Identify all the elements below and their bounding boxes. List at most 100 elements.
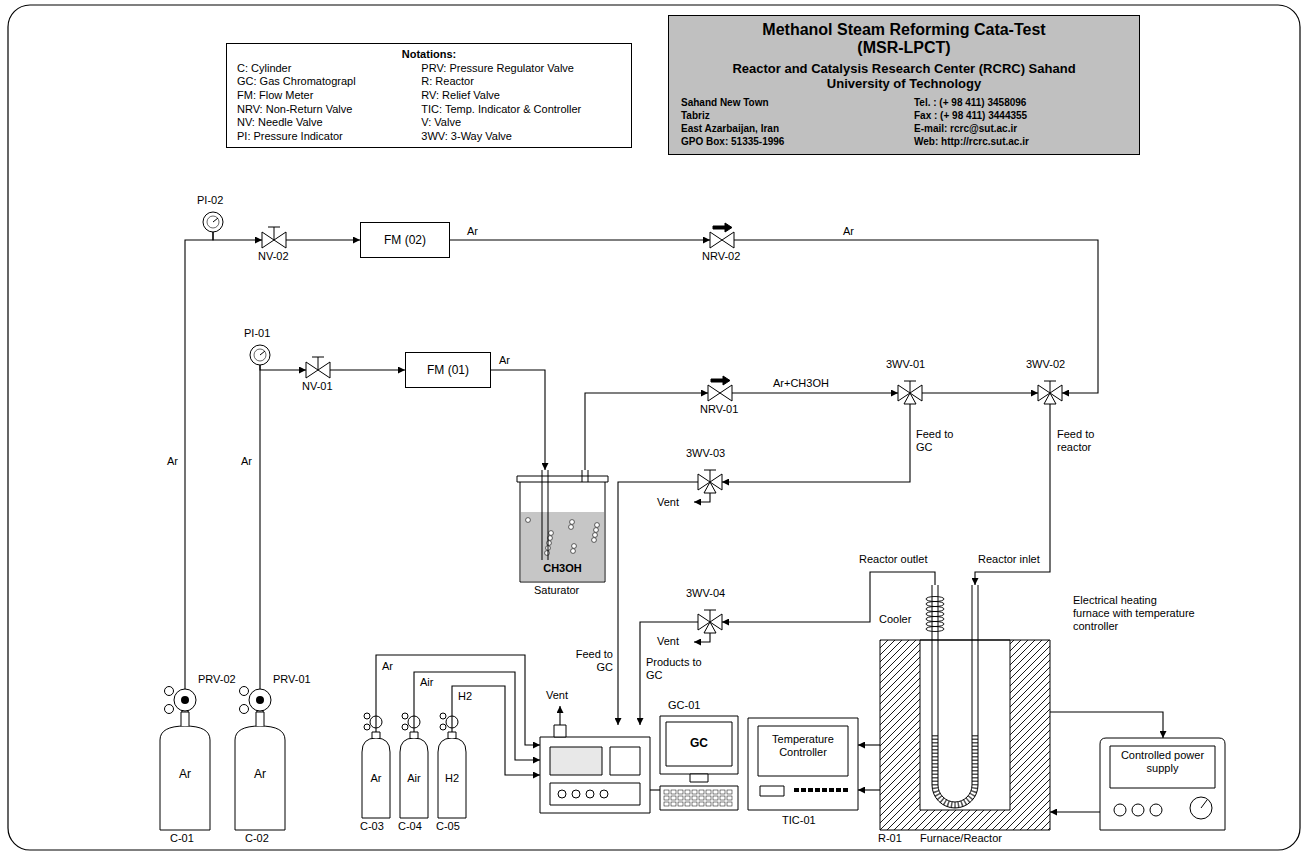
node-text: R: Reactor bbox=[421, 75, 621, 88]
node-text: C: Cylinder bbox=[237, 62, 395, 75]
pipe-line bbox=[858, 789, 880, 790]
gas-chromatograph-shape bbox=[540, 725, 650, 813]
gas-chromatograph: Vent bbox=[540, 725, 650, 813]
cylinder-neck bbox=[410, 732, 418, 738]
saturator: CH3OHSaturator bbox=[520, 470, 605, 582]
valve-body bbox=[710, 232, 734, 248]
valve-port bbox=[704, 482, 716, 493]
valve-body bbox=[708, 385, 732, 401]
key bbox=[685, 790, 690, 794]
gauge-ring bbox=[254, 349, 266, 361]
node-text: Temperature Controller bbox=[760, 733, 846, 759]
line-label: Ar bbox=[166, 455, 179, 468]
controller-case bbox=[748, 718, 858, 810]
title-block: Methanol Steam Reforming Cata-Test (MSR-… bbox=[668, 15, 1140, 155]
valve-stem bbox=[904, 381, 916, 393]
flow-meter: FM (01) bbox=[405, 352, 491, 388]
line-label: Ar bbox=[842, 225, 855, 238]
regulator-gauge bbox=[165, 687, 174, 696]
node-text: Web: http://rcrc.sut.ac.ir bbox=[914, 135, 1127, 148]
line-label: Feed to reactor bbox=[1056, 428, 1104, 454]
node-label: PI-01 bbox=[244, 327, 270, 340]
pipe-line bbox=[618, 482, 698, 725]
cooler-coil bbox=[926, 617, 944, 622]
node-text: PRV: Pressure Regulator Valve bbox=[421, 62, 621, 75]
gc-computer-shape bbox=[660, 716, 738, 826]
node-text: H2 bbox=[438, 772, 466, 785]
instrument-knob bbox=[572, 790, 580, 798]
psu-knob bbox=[1132, 804, 1144, 816]
temperature-controller-shape bbox=[748, 718, 858, 810]
three-way-valve-shape bbox=[698, 614, 722, 630]
key bbox=[727, 790, 732, 794]
pipe-line bbox=[722, 401, 910, 482]
annotation: Reactor outlet bbox=[858, 553, 928, 566]
line-label: Air bbox=[419, 676, 434, 689]
flow-arrow bbox=[713, 223, 732, 232]
controller-button bbox=[843, 788, 848, 792]
needle-valve-shape bbox=[306, 362, 330, 378]
controller-button bbox=[808, 788, 813, 792]
pressure-regulator: PRV-01 bbox=[249, 689, 271, 711]
psu-screen bbox=[1110, 746, 1215, 788]
non-return-valve: NRV-01 bbox=[708, 385, 732, 401]
node-label: PI-02 bbox=[197, 194, 223, 207]
three-way-valve: 3WV-02 bbox=[1038, 385, 1062, 401]
valve-port bbox=[1044, 393, 1056, 404]
key bbox=[713, 790, 718, 794]
line-label: Ar bbox=[498, 354, 511, 367]
line-label: Feed to GC bbox=[566, 648, 614, 674]
node-text: RV: Relief Valve bbox=[421, 89, 621, 102]
pressure-gauge-shape bbox=[203, 212, 223, 232]
regulator-core bbox=[256, 696, 264, 704]
instrument-screen bbox=[550, 747, 602, 775]
annotation: Cooler bbox=[878, 613, 912, 626]
three-way-valve: 3WV-03 bbox=[698, 474, 722, 490]
line-label: Ar bbox=[466, 225, 479, 238]
regulator-body bbox=[249, 689, 271, 711]
controller-screen bbox=[758, 726, 848, 776]
node-label: C-03 bbox=[360, 820, 384, 833]
valve-stem bbox=[268, 227, 280, 240]
key bbox=[664, 790, 669, 794]
gauge-needle bbox=[213, 218, 218, 222]
bubble bbox=[593, 533, 598, 538]
instrument-panel bbox=[550, 783, 640, 805]
cylinder-neck bbox=[256, 712, 264, 726]
controller-button bbox=[815, 788, 820, 792]
node-text: NRV: Non-Return Valve bbox=[237, 103, 395, 116]
pressure-gauge: PI-02 bbox=[203, 212, 223, 232]
notation-box: Notations:C: CylinderPRV: Pressure Regul… bbox=[226, 43, 632, 148]
key bbox=[713, 802, 718, 806]
node-text: GC bbox=[666, 736, 732, 750]
pressure-regulator-shape bbox=[174, 689, 196, 711]
node-label: Vent bbox=[546, 689, 568, 702]
cylinder-neck bbox=[372, 732, 380, 738]
node-label: NRV-01 bbox=[700, 403, 738, 416]
drawing-part bbox=[402, 724, 408, 730]
gauge-dial bbox=[250, 345, 270, 365]
pipe-line bbox=[185, 232, 213, 689]
annotation: Reactor inlet bbox=[977, 553, 1041, 566]
node-text: Tabriz bbox=[681, 109, 894, 122]
pipe-line bbox=[491, 370, 545, 470]
node-label: R-01 bbox=[878, 832, 902, 845]
bubble bbox=[545, 551, 550, 556]
psu-dial-pointer bbox=[1201, 800, 1207, 808]
valve-stem bbox=[704, 470, 716, 482]
cylinder-body bbox=[235, 726, 285, 830]
pipe-line bbox=[922, 392, 1038, 393]
node-label: C-02 bbox=[245, 832, 269, 845]
psu-dial bbox=[1190, 797, 1212, 819]
three-way-valve: 3WV-01 bbox=[898, 385, 922, 401]
node-label: Saturator bbox=[534, 584, 579, 597]
node-text: E-mail: rcrc@sut.ac.ir bbox=[914, 122, 1127, 135]
keyboard bbox=[660, 786, 738, 810]
annotation: Vent bbox=[656, 635, 680, 648]
line-label: Ar bbox=[381, 660, 394, 673]
key bbox=[699, 796, 704, 800]
psu-knob bbox=[1150, 804, 1162, 816]
key bbox=[706, 796, 711, 800]
valve-stem bbox=[1044, 381, 1056, 393]
node-text: TIC: Temp. Indicator & Controller bbox=[421, 103, 621, 116]
